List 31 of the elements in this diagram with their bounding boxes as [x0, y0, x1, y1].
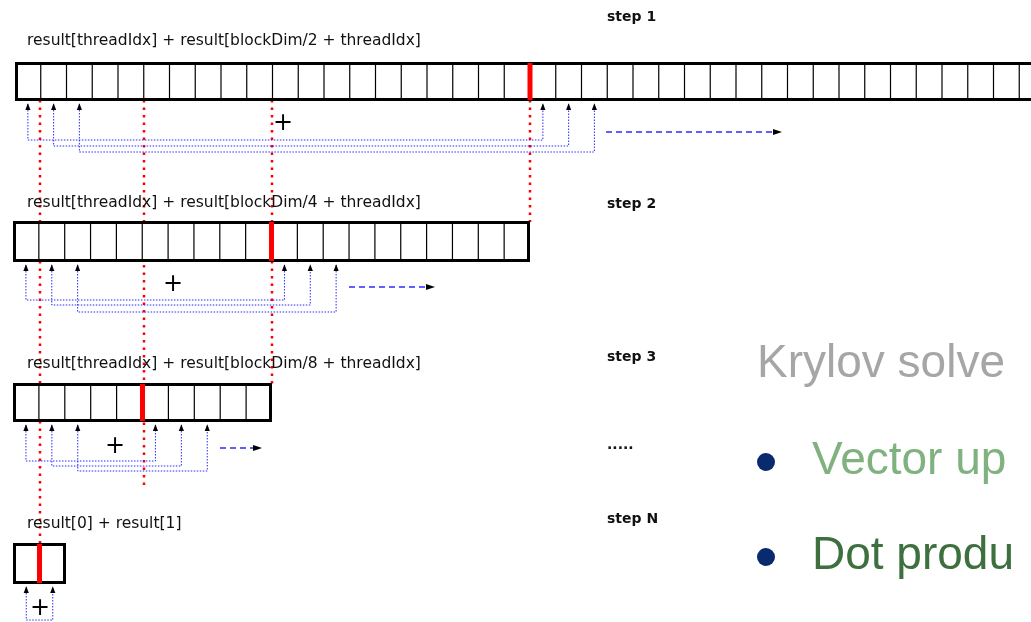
- plus-sign: +: [273, 110, 294, 134]
- formula-text: result[threadIdx] + result[blockDim/8 + threadIdx]: [27, 354, 421, 372]
- sum-bracket: [75, 424, 210, 472]
- formula-text: result[threadIdx] + result[blockDim/2 + threadIdx]: [27, 31, 421, 49]
- formula-text: result[threadIdx] + result[blockDim/4 + threadIdx]: [27, 193, 421, 211]
- step-label: step 3: [607, 348, 657, 365]
- guide-line: [270, 100, 274, 222]
- slide-text: Krylov solve: [757, 334, 1005, 389]
- step-label: step 1: [607, 8, 657, 25]
- bullet-text: Vector up: [812, 431, 1007, 486]
- guide-line: [38, 421, 42, 544]
- plus-sign: +: [30, 595, 51, 619]
- guide-line: [528, 100, 532, 222]
- sum-bracket: [75, 264, 339, 313]
- sum-bracket: [25, 103, 546, 141]
- sum-bracket: [23, 586, 56, 621]
- step-label: step 2: [607, 195, 657, 212]
- guide-line: [270, 261, 274, 384]
- sum-bracket: [51, 103, 572, 147]
- step-label: step N: [607, 510, 659, 527]
- sum-bracket: [23, 424, 159, 462]
- sum-bracket: [49, 264, 313, 306]
- step-label: .....: [607, 436, 634, 453]
- sum-bracket: [49, 424, 184, 467]
- sum-bracket: [76, 103, 597, 153]
- sum-bracket: [23, 264, 288, 301]
- guide-line: [38, 261, 42, 384]
- plus-sign: +: [105, 433, 126, 457]
- plus-sign: +: [163, 271, 184, 295]
- formula-text: result[0] + result[1]: [27, 514, 182, 532]
- bullet-text: Dot produ: [812, 526, 1014, 581]
